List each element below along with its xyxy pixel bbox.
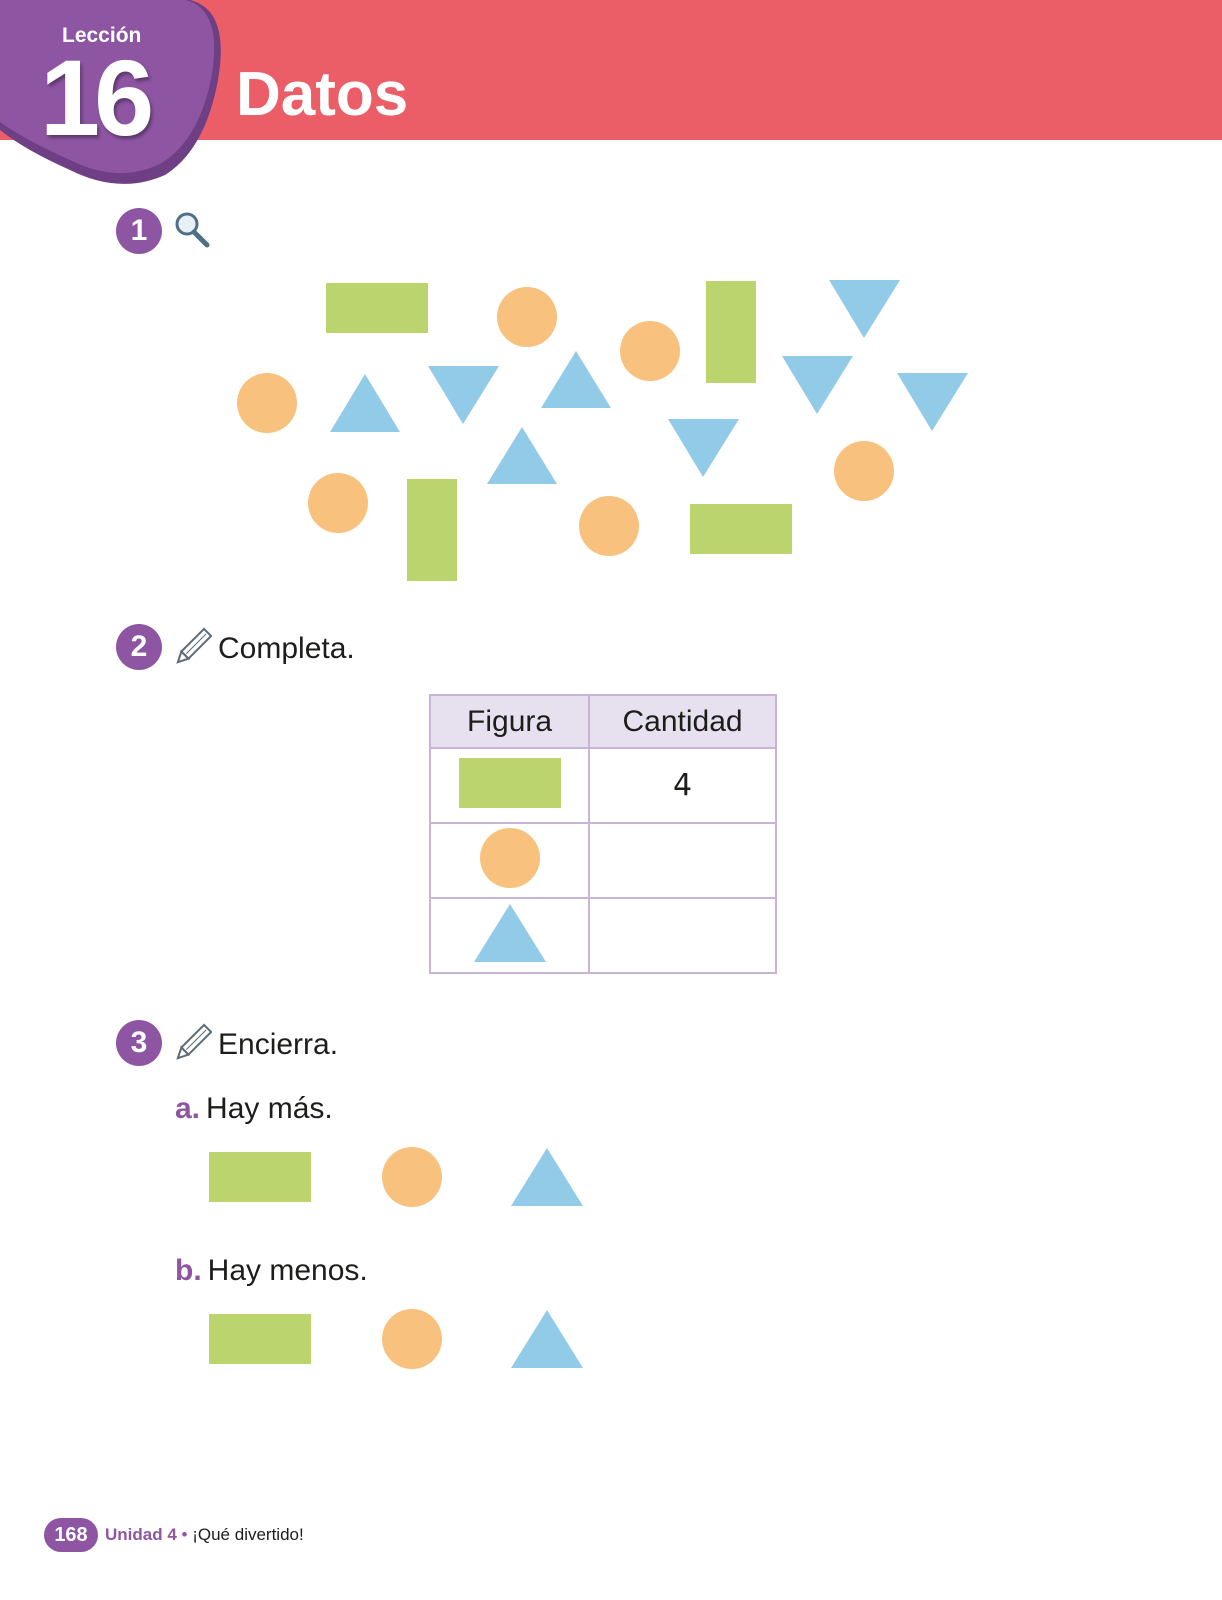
subitem-a-letter: a.	[175, 1092, 201, 1125]
table-row: 4	[428, 747, 777, 824]
quantity-cell[interactable]: 4	[588, 747, 777, 824]
table-row	[428, 822, 777, 899]
rectangle-shape	[458, 758, 561, 808]
rectangle-shape	[690, 504, 792, 554]
lesson-badge	[0, 0, 221, 184]
rectangle-shape	[326, 283, 428, 333]
footer-unit: Unidad 4	[105, 1525, 177, 1544]
subitem-b-letter: b.	[175, 1254, 202, 1287]
circle-shape	[620, 321, 680, 381]
rectangle-shape	[706, 281, 756, 383]
quantity-cell[interactable]	[588, 822, 777, 899]
subitem-b-options	[209, 1309, 583, 1369]
inverted-triangle-shape	[428, 366, 499, 424]
triangle-shape	[541, 351, 611, 408]
pencil-icon	[176, 627, 212, 664]
circle-shape	[579, 496, 639, 556]
lesson-label: Lección	[62, 24, 142, 47]
page-title: Datos	[236, 60, 409, 129]
subitem-a-text: Hay más.	[206, 1092, 333, 1125]
circle-option[interactable]	[382, 1147, 442, 1207]
data-table: Figura Cantidad 4	[428, 694, 777, 974]
shapes-group	[237, 280, 968, 581]
footer-text: Unidad 4 • ¡Qué divertido!	[105, 1525, 304, 1545]
step-2-instruction: Completa.	[218, 632, 355, 665]
step-3-number: 3	[116, 1020, 162, 1066]
circle-shape	[308, 473, 368, 533]
rectangle-option[interactable]	[209, 1314, 311, 1364]
page-number: 168	[44, 1518, 98, 1552]
subitem-b-text: Hay menos.	[207, 1254, 368, 1287]
step-3-instruction: Encierra.	[218, 1028, 339, 1061]
pencil-icon	[176, 1023, 212, 1060]
footer-unit-title: ¡Qué divertido!	[192, 1525, 304, 1544]
figure-cell	[428, 897, 591, 974]
figure-cell	[428, 747, 591, 824]
triangle-shape	[330, 374, 400, 432]
table-row	[428, 897, 777, 974]
circle-shape	[237, 373, 297, 433]
rectangle-shape	[407, 479, 457, 581]
subitem-a-options	[209, 1147, 583, 1207]
figure-cell	[428, 822, 591, 899]
subitem-a: a.Hay más.	[175, 1092, 333, 1126]
triangle-shape	[487, 427, 557, 484]
triangle-shape	[473, 904, 546, 962]
step-1-number: 1	[116, 208, 162, 254]
lesson-number: 16	[40, 37, 154, 158]
subitem-b: b.Hay menos.	[175, 1254, 368, 1288]
inverted-triangle-shape	[897, 373, 968, 431]
rectangle-option[interactable]	[209, 1152, 311, 1202]
step-2-number: 2	[116, 624, 162, 670]
circle-shape	[479, 828, 540, 888]
quantity-cell[interactable]	[588, 897, 777, 974]
magnifier-icon	[175, 212, 210, 248]
inverted-triangle-shape	[668, 419, 739, 477]
table-header-cantidad: Cantidad	[588, 694, 777, 749]
footer-separator: •	[181, 1525, 188, 1544]
inverted-triangle-shape	[782, 356, 853, 414]
circle-option[interactable]	[382, 1309, 442, 1369]
circle-shape	[834, 441, 894, 501]
triangle-option[interactable]	[511, 1310, 583, 1368]
inverted-triangle-shape	[829, 280, 900, 338]
triangle-option[interactable]	[511, 1148, 583, 1206]
circle-shape	[497, 287, 557, 347]
table-header-figura: Figura	[428, 694, 591, 749]
